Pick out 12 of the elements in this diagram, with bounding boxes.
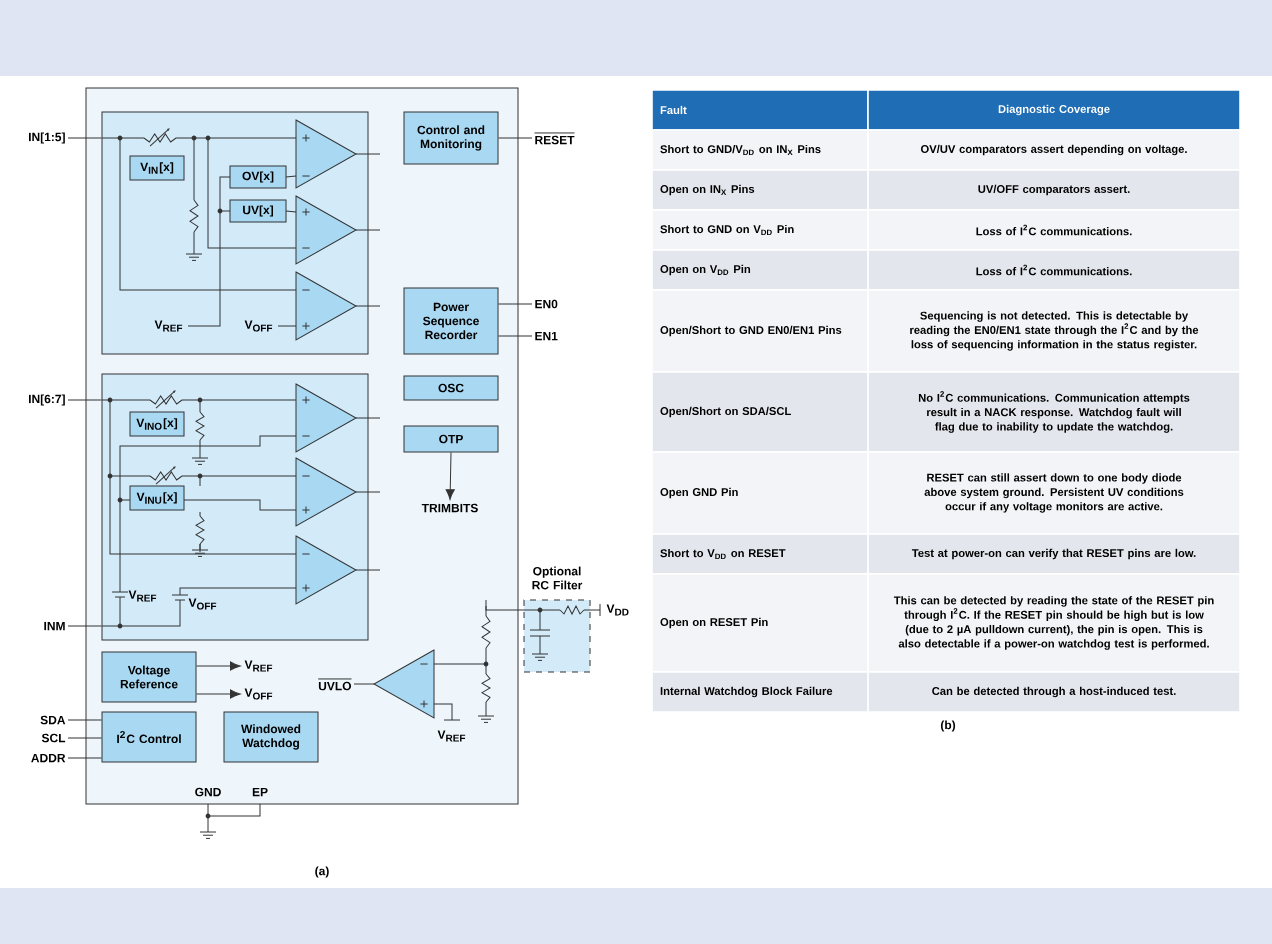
connector bbox=[498, 335, 533, 337]
connector bbox=[196, 689, 241, 699]
connector bbox=[67, 625, 102, 627]
connector bbox=[498, 137, 533, 139]
connector bbox=[67, 399, 102, 401]
connector bbox=[445, 452, 455, 500]
connector bbox=[67, 737, 102, 739]
connector bbox=[498, 303, 533, 305]
connector bbox=[196, 661, 241, 671]
connector bbox=[67, 137, 102, 139]
connector bbox=[67, 719, 102, 721]
connector bbox=[67, 757, 102, 759]
